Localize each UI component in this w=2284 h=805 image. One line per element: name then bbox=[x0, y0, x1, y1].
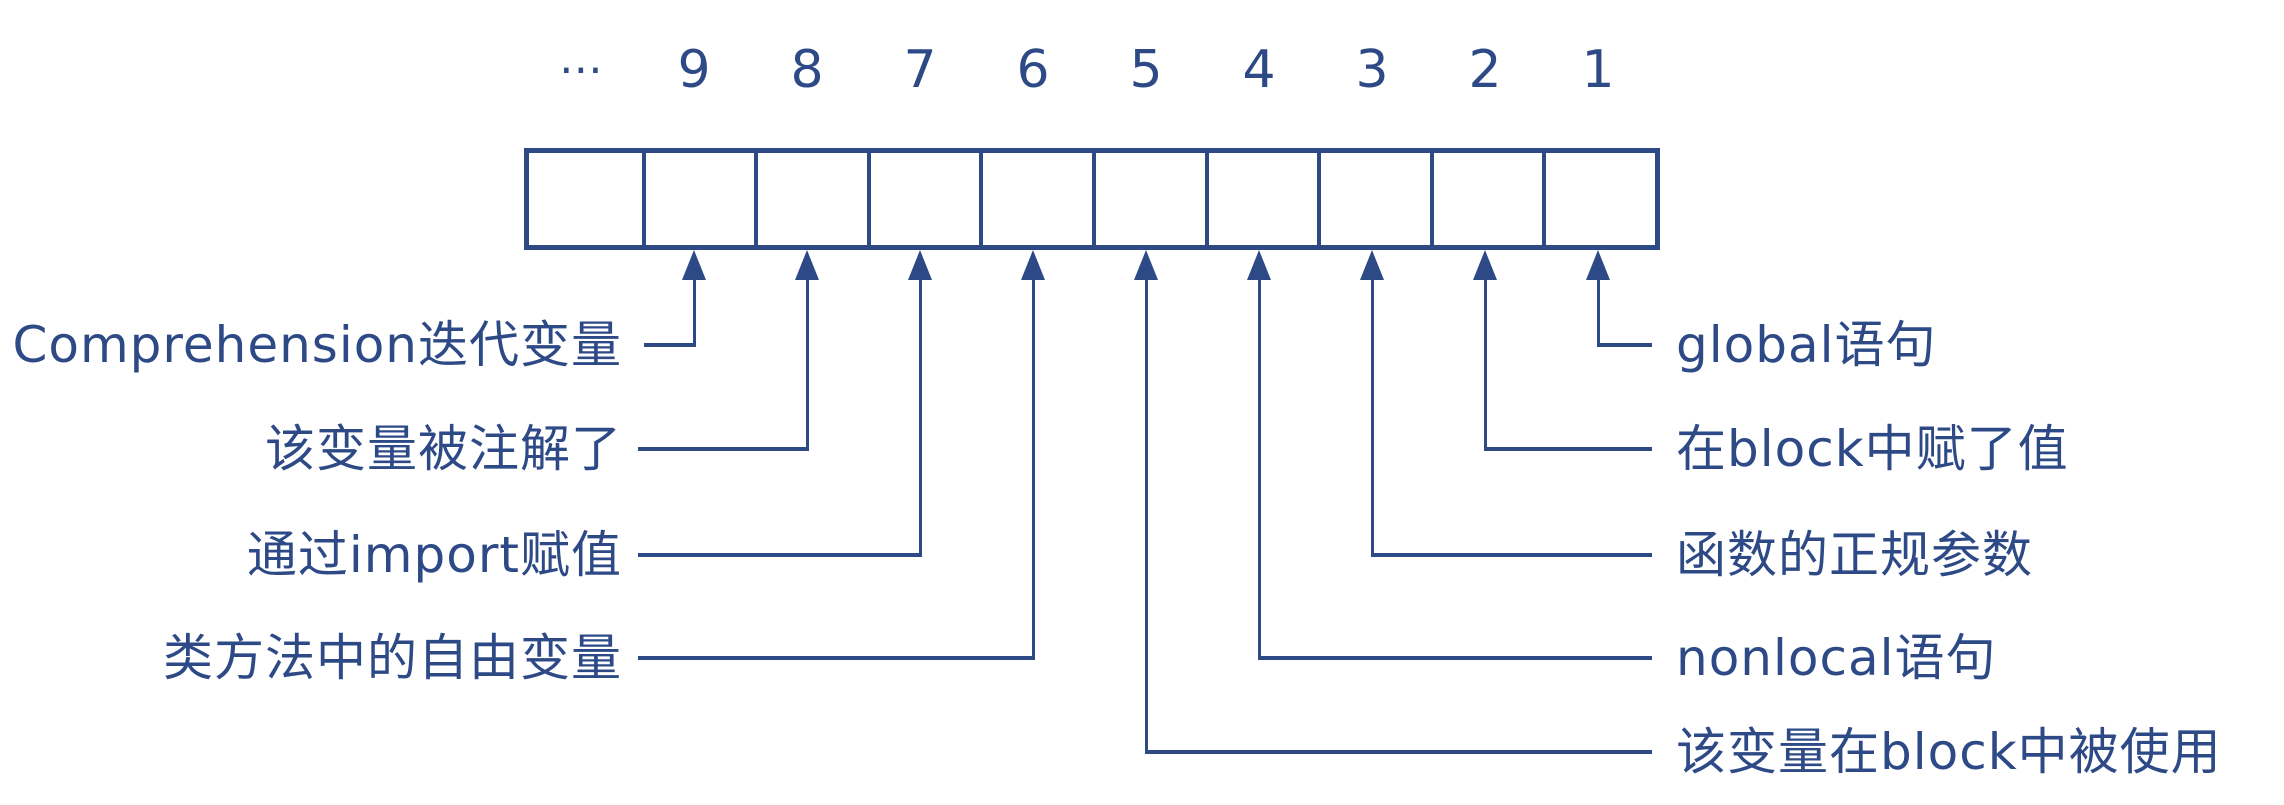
bitfield-cell bbox=[866, 153, 980, 245]
bitfield-cell bbox=[529, 153, 642, 245]
annotation-label-bit9: Comprehension迭代变量 bbox=[12, 316, 622, 374]
bitfield-box bbox=[524, 148, 1660, 250]
arrow-up-icon-bit5 bbox=[1134, 250, 1158, 280]
bit-header-8: 8 bbox=[790, 40, 824, 100]
bitfield-cell bbox=[1091, 153, 1205, 245]
bit-header-9: 9 bbox=[677, 40, 711, 100]
connector-line-bit5-h bbox=[1145, 750, 1652, 754]
arrow-up-icon-bit4 bbox=[1247, 250, 1271, 280]
bit-header-7: 7 bbox=[903, 40, 937, 100]
connector-line-bit1 bbox=[1597, 278, 1600, 347]
annotation-label-bit8: 该变量被注解了 bbox=[265, 420, 622, 478]
connector-line-bit8-h bbox=[638, 447, 809, 451]
annotation-label-bit7: 通过import赋值 bbox=[246, 526, 622, 584]
connector-line-bit2 bbox=[1484, 278, 1487, 451]
bit-header-4: 4 bbox=[1242, 40, 1276, 100]
bit-header-5: 5 bbox=[1129, 40, 1163, 100]
connector-line-bit9 bbox=[693, 278, 696, 347]
annotation-label-bit3: 函数的正规参数 bbox=[1676, 526, 2033, 584]
connector-line-bit7 bbox=[919, 278, 922, 557]
bitfield-cell bbox=[1542, 153, 1655, 245]
bit-header-ellipsis: ⋯ bbox=[559, 44, 603, 95]
arrow-up-icon-bit7 bbox=[908, 250, 932, 280]
bit-header-1: 1 bbox=[1581, 40, 1615, 100]
connector-line-bit6-h bbox=[638, 656, 1035, 660]
bitfield-cell bbox=[979, 153, 1092, 245]
connector-line-bit9-h bbox=[644, 343, 696, 347]
bit-header-6: 6 bbox=[1016, 40, 1050, 100]
connector-line-bit4-h bbox=[1258, 656, 1652, 660]
bit-header-2: 2 bbox=[1468, 40, 1502, 100]
bitfield-cell bbox=[641, 153, 755, 245]
arrow-up-icon-bit1 bbox=[1586, 250, 1610, 280]
connector-line-bit2-h bbox=[1484, 447, 1652, 451]
bitfield-cell bbox=[754, 153, 867, 245]
connector-line-bit4 bbox=[1258, 278, 1261, 660]
annotation-label-bit6: 类方法中的自由变量 bbox=[163, 629, 622, 687]
bitfield-cell bbox=[1317, 153, 1430, 245]
annotation-label-bit2: 在block中赋了值 bbox=[1676, 420, 2069, 478]
connector-line-bit7-h bbox=[638, 553, 922, 557]
bit-header-3: 3 bbox=[1355, 40, 1389, 100]
connector-line-bit3 bbox=[1371, 278, 1374, 557]
annotation-label-bit4: nonlocal语句 bbox=[1676, 629, 1997, 687]
annotation-label-bit1: global语句 bbox=[1676, 316, 1937, 374]
arrow-up-icon-bit3 bbox=[1360, 250, 1384, 280]
annotation-label-bit5: 该变量在block中被使用 bbox=[1676, 723, 2222, 781]
bitfield-cell bbox=[1429, 153, 1543, 245]
bitfield-cell bbox=[1204, 153, 1318, 245]
arrow-up-icon-bit6 bbox=[1021, 250, 1045, 280]
connector-line-bit3-h bbox=[1371, 553, 1652, 557]
connector-line-bit6 bbox=[1032, 278, 1035, 660]
arrow-up-icon-bit2 bbox=[1473, 250, 1497, 280]
connector-line-bit1-h bbox=[1597, 343, 1652, 347]
connector-line-bit5 bbox=[1145, 278, 1148, 754]
connector-line-bit8 bbox=[806, 278, 809, 451]
arrow-up-icon-bit8 bbox=[795, 250, 819, 280]
arrow-up-icon-bit9 bbox=[682, 250, 706, 280]
